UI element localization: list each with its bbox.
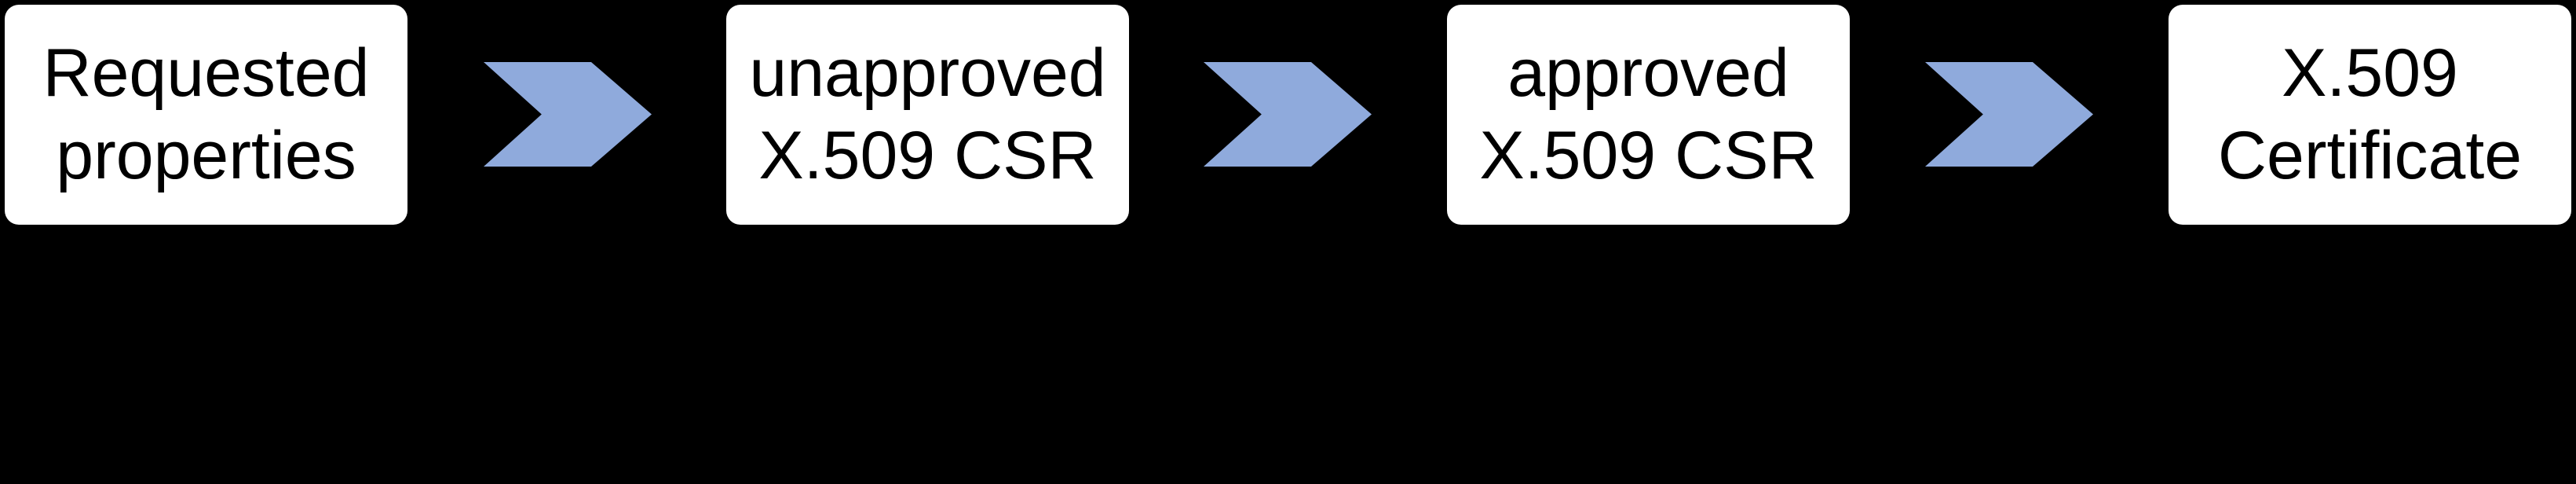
chevron-right-icon [1925,62,2093,167]
stage-label-line: X.509 CSR [758,118,1097,193]
stage-label-line: unapproved [749,35,1106,111]
stage-box-approved-x509-csr: approved X.509 CSR [1447,5,1850,225]
stage-label-line: Certificate [2217,118,2523,193]
stage-box-requested-properties: Requested properties [5,5,407,225]
stage-label-line: Requested [42,35,370,111]
stage-label-line: X.509 [2282,35,2458,111]
stage-label-line: properties [56,118,356,193]
chevron-right-icon [484,62,652,167]
stage-label-line: approved [1507,35,1789,111]
stage-label-line: X.509 CSR [1479,118,1818,193]
chevron-right-icon [1204,62,1372,167]
stage-box-x509-certificate: X.509 Certificate [2169,5,2571,225]
stage-box-unapproved-x509-csr: unapproved X.509 CSR [726,5,1129,225]
